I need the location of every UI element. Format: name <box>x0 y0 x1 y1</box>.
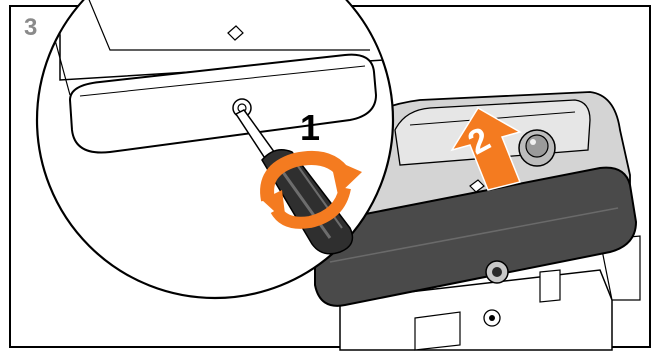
step-number: 3 <box>24 14 37 42</box>
callout-step-1: 1 <box>300 107 320 149</box>
